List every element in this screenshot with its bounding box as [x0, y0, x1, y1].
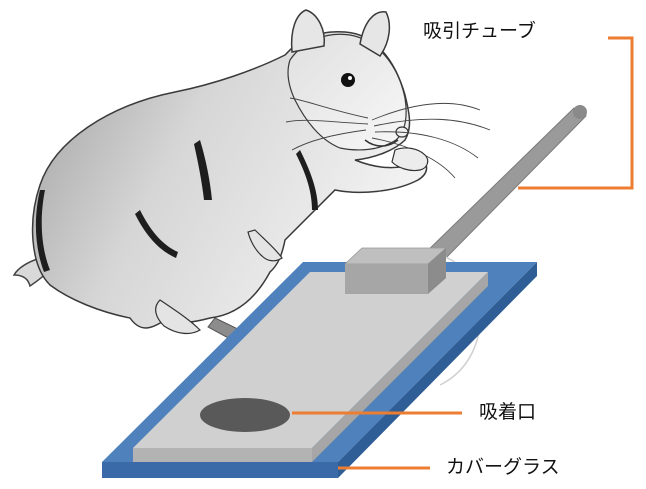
rat-mouth: [364, 139, 399, 147]
rat-ear-left: [290, 9, 326, 53]
leader-line-suction-tube: [518, 36, 634, 190]
leader-lines: [292, 36, 634, 470]
suction-tube-label: 吸引チューブ: [423, 20, 536, 42]
rat-whiskers: [285, 97, 491, 179]
suction-port-label: 吸着口: [479, 401, 537, 423]
suction-tube-tip: [573, 105, 587, 119]
rat-ear-right: [359, 11, 391, 57]
rat-eye-highlight: [348, 76, 352, 80]
rat-eye: [341, 73, 355, 87]
rat-front-leg: [247, 229, 283, 262]
rat-hind-leg: [155, 299, 201, 335]
suction-port-hole: [200, 398, 290, 432]
cover-glass-label: カバーグラス: [446, 456, 560, 478]
rat-front-paw: [391, 147, 429, 172]
rat-fur-shading: [35, 140, 318, 272]
suction-block: [343, 247, 448, 294]
